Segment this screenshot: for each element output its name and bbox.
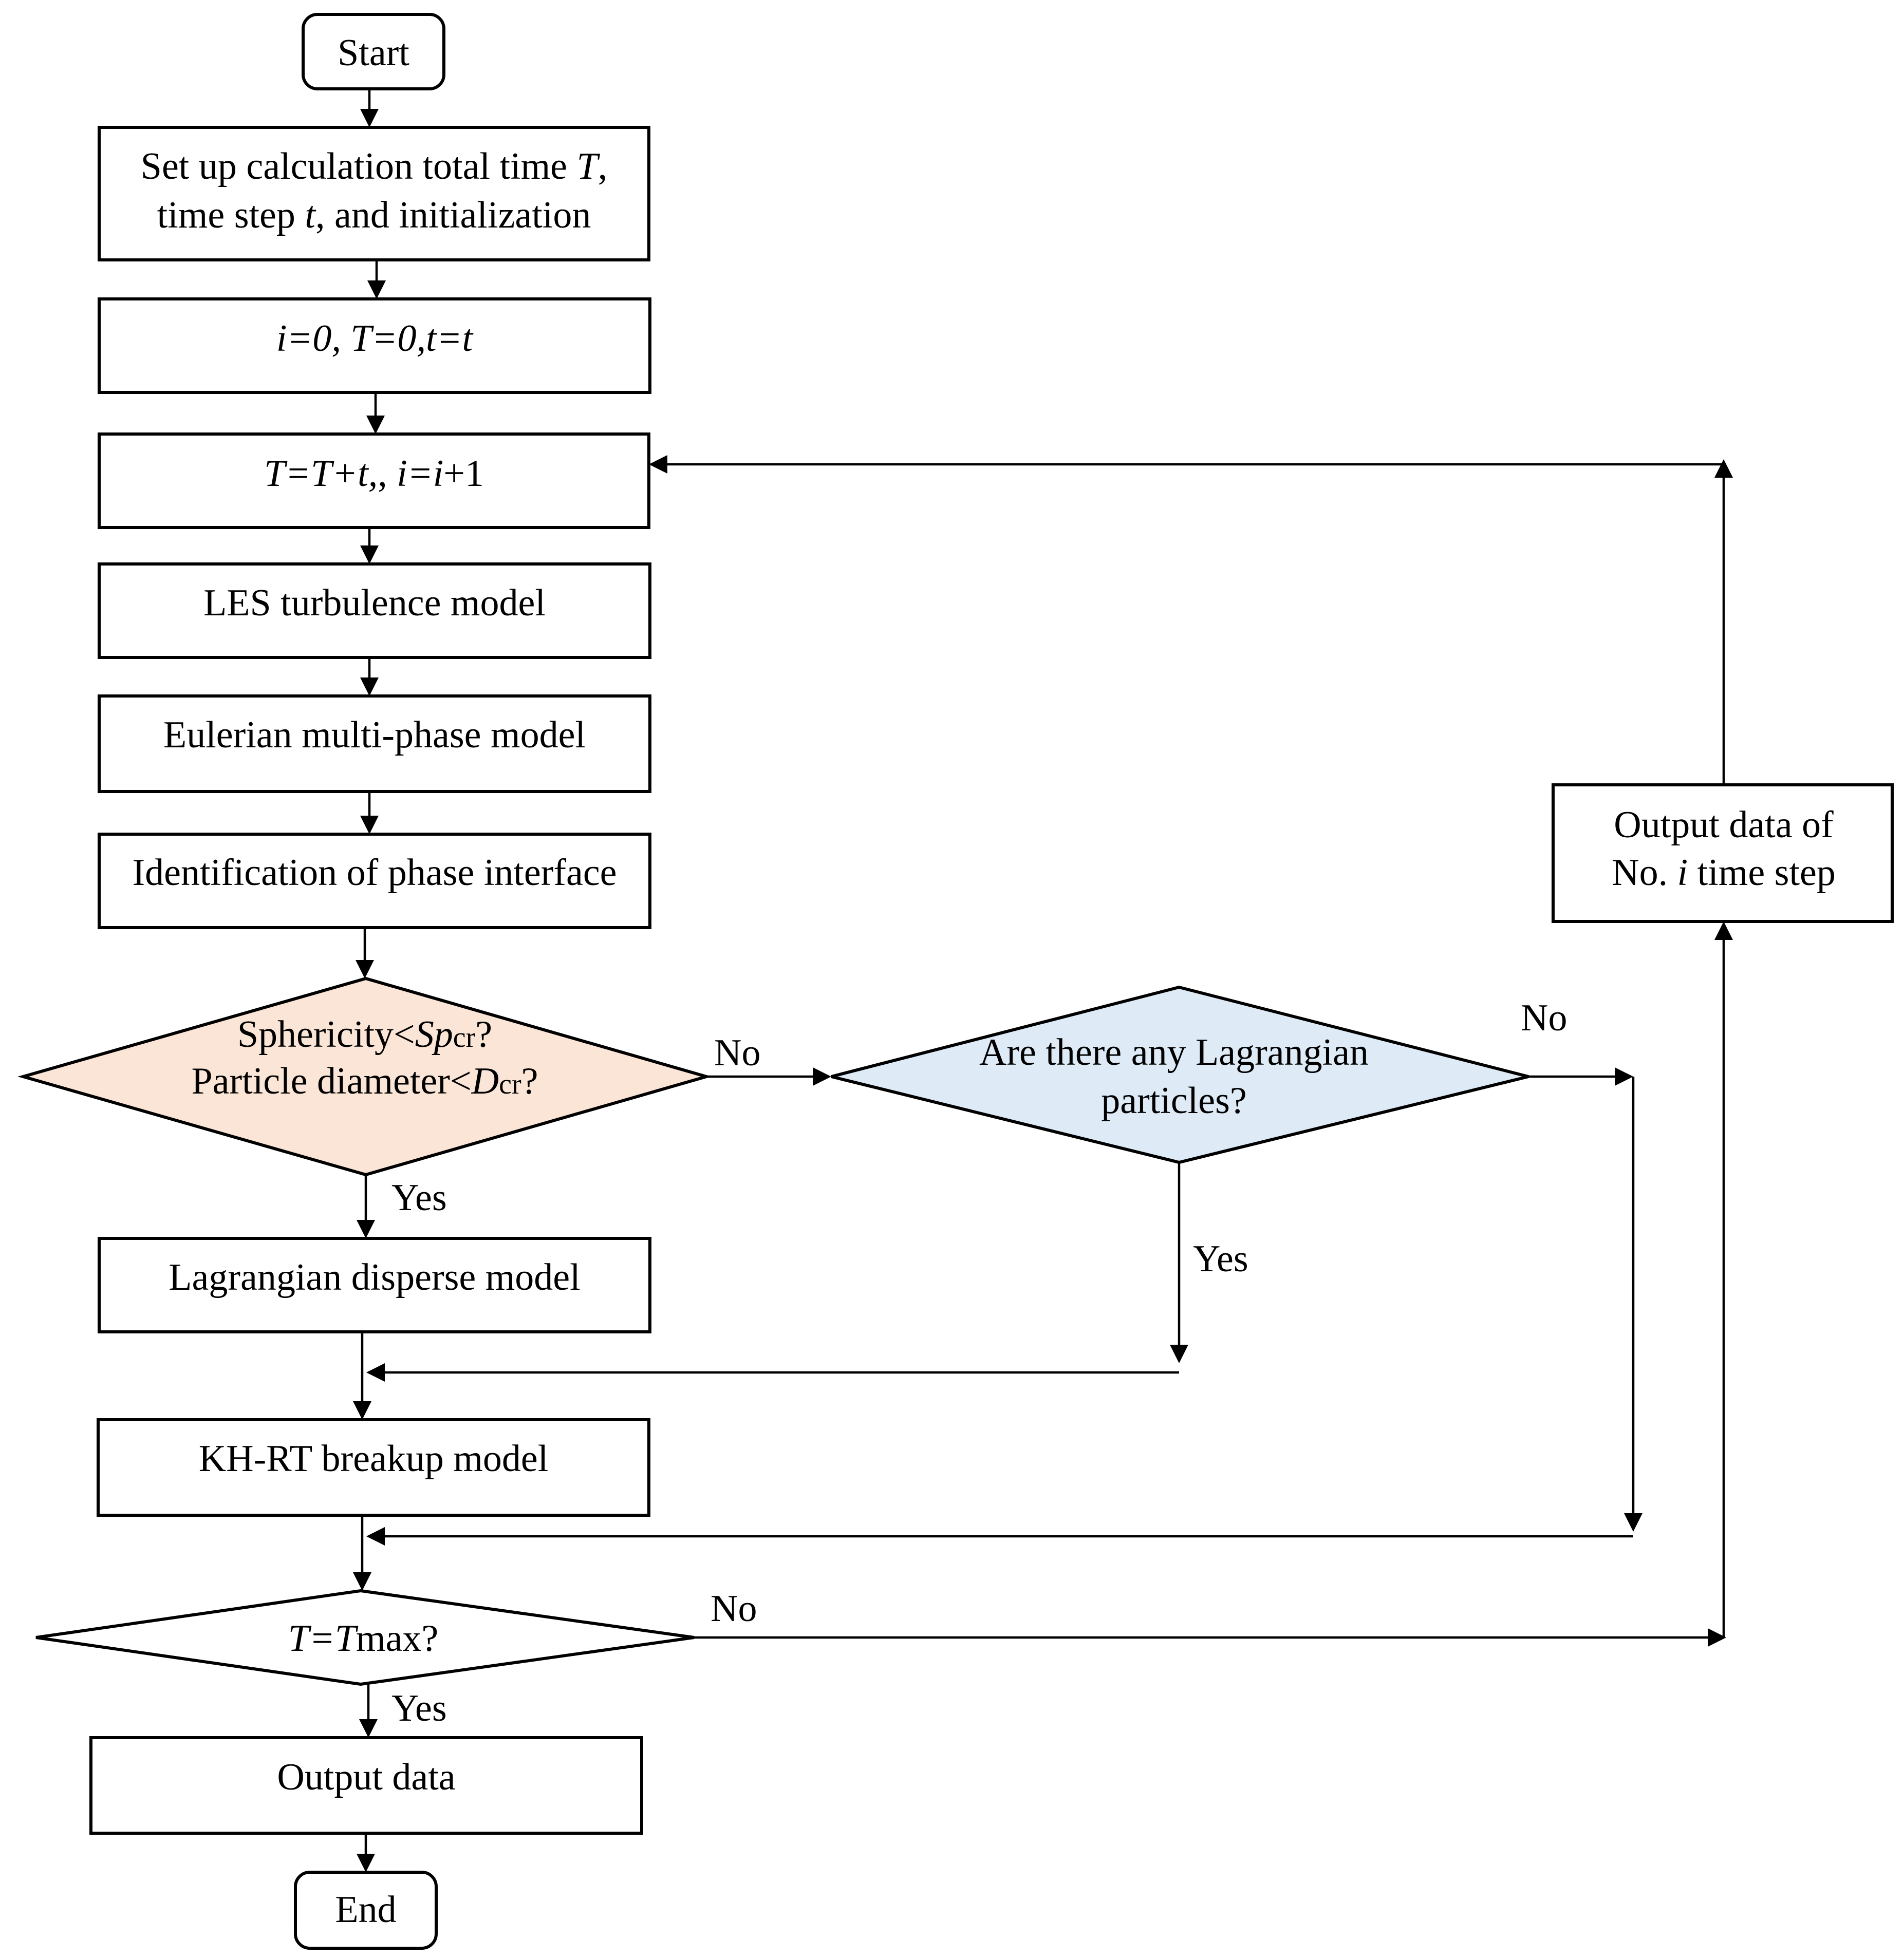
start-node: Start	[302, 13, 445, 90]
increment-process-box: T=T+t,, i=i+1	[98, 432, 650, 529]
setup-label-line1: Set up calculation total time T,	[141, 145, 607, 187]
connector-lagrangian-yes-to-merge	[366, 1162, 1188, 1382]
connector-khrt-to-time-decision	[353, 1515, 371, 1591]
setup-label-line2: time step t, and initialization	[157, 194, 591, 236]
lagrangian-decision-line1: Are there any Lagrangian	[979, 1031, 1369, 1074]
interface-label: Identification of phase interface	[132, 852, 617, 894]
connector-lagrangian-no-to-merge	[366, 1067, 1642, 1546]
connector-output-step-to-increment	[649, 455, 1733, 785]
lagrangian-yes-label: Yes	[1193, 1238, 1248, 1280]
time-limit-decision: T=Tmax?	[35, 1589, 695, 1686]
khrt-label: KH-RT breakup model	[199, 1438, 549, 1480]
particle-no-label: No	[714, 1032, 760, 1074]
connector-init-to-increment	[366, 392, 385, 434]
end-label: End	[335, 1889, 396, 1931]
init-process-box: i=0, T=0,t=t	[98, 297, 651, 394]
end-node: End	[294, 1871, 438, 1950]
interface-identification-box: Identification of phase interface	[98, 833, 651, 929]
increment-label: T=T+t,, i=i+1	[264, 453, 484, 495]
output-data-label: Output data	[277, 1756, 455, 1798]
eulerian-label: Eulerian multi-phase model	[163, 714, 586, 756]
connector-start-to-setup	[360, 89, 379, 127]
eulerian-model-box: Eulerian multi-phase model	[98, 694, 651, 793]
khrt-breakup-box: KH-RT breakup model	[97, 1418, 650, 1517]
connector-interface-to-particle-decision	[356, 928, 374, 978]
connector-les-to-eulerian	[360, 657, 379, 696]
connector-particle-no-to-lagrangian-decision	[706, 1067, 831, 1086]
output-step-box: Output data of No. i time step	[1552, 783, 1894, 923]
les-label: LES turbulence model	[203, 582, 546, 624]
connector-increment-to-les	[360, 528, 379, 564]
setup-process-box: Set up calculation total time T, time st…	[98, 126, 650, 261]
output-data-box: Output data	[89, 1736, 643, 1835]
output-step-line1: Output data of	[1614, 804, 1834, 846]
lagrangian-model-label: Lagrangian disperse model	[169, 1256, 580, 1298]
start-label: Start	[338, 32, 409, 74]
les-model-box: LES turbulence model	[98, 562, 651, 659]
particle-criteria-line1: Sphericity<Spcr?	[237, 1013, 492, 1056]
init-label: i=0, T=0,t=t	[276, 317, 474, 360]
connector-setup-to-init	[367, 260, 386, 299]
lagrangian-particles-decision: Are there any Lagrangian particles?	[831, 985, 1529, 1164]
lagrangian-model-box: Lagrangian disperse model	[98, 1237, 651, 1333]
particle-criteria-line2: Particle diameter<Dcr?	[192, 1060, 538, 1102]
particle-criteria-decision: Sphericity<Spcr? Particle diameter<Dcr?	[17, 976, 712, 1177]
time-yes-label: Yes	[391, 1687, 447, 1729]
connector-time-no-to-output-step	[694, 921, 1733, 1647]
lagrangian-decision-line2: particles?	[1101, 1080, 1247, 1122]
connector-time-yes-to-output	[359, 1684, 378, 1738]
connector-output-to-end	[357, 1833, 375, 1872]
lagrangian-no-label: No	[1521, 997, 1567, 1039]
connector-lagrangian-model-to-khrt	[353, 1332, 371, 1420]
connector-particle-yes-to-lagrangian-model	[357, 1175, 375, 1238]
connector-eulerian-to-interface	[360, 792, 379, 834]
time-no-label: No	[711, 1588, 757, 1630]
particle-yes-label: Yes	[391, 1177, 447, 1219]
time-limit-label: T=Tmax?	[288, 1617, 439, 1660]
output-step-line2: No. i time step	[1612, 852, 1836, 894]
